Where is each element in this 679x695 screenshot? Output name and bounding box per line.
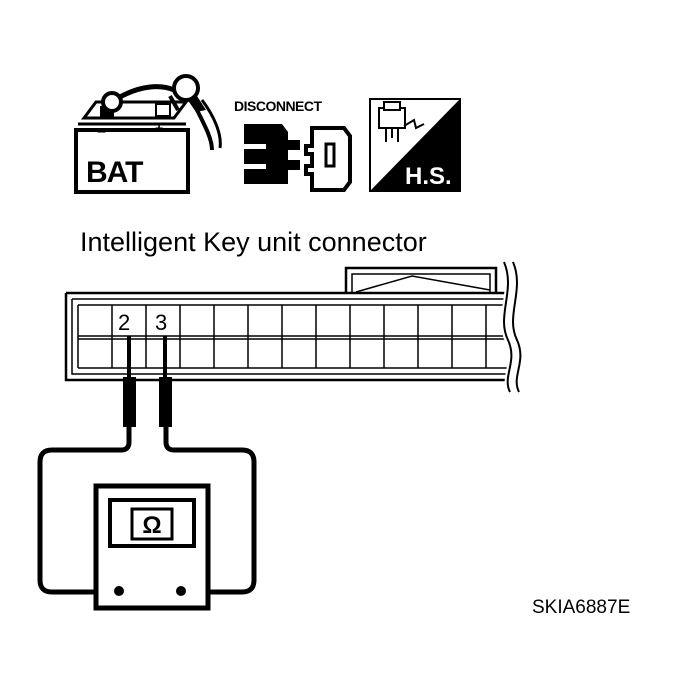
battery-icon: − + BAT bbox=[74, 74, 222, 194]
meter-jack-left bbox=[114, 586, 124, 596]
disconnect-connector-icon: DISCONNECT bbox=[234, 98, 352, 192]
harness-side-label: H.S. bbox=[405, 163, 452, 190]
pin-label-3: 3 bbox=[155, 310, 167, 335]
meter-probes bbox=[123, 336, 172, 427]
figure-code: SKIA6887E bbox=[532, 597, 630, 618]
ohm-symbol: Ω bbox=[142, 512, 161, 539]
connector-title: Intelligent Key unit connector bbox=[80, 227, 427, 257]
pin-label-2: 2 bbox=[118, 310, 130, 335]
battery-minus-sign: − bbox=[97, 124, 106, 141]
battery-plus-sign: + bbox=[155, 120, 163, 136]
meter-leads bbox=[37, 424, 257, 595]
ohmmeter-icon: Ω bbox=[93, 483, 211, 611]
disconnect-label: DISCONNECT bbox=[234, 98, 323, 114]
connector-cavity-grid bbox=[77, 304, 513, 369]
meter-jack-right bbox=[176, 586, 186, 596]
harness-side-icon: H.S. bbox=[369, 98, 461, 192]
battery-label: BAT bbox=[86, 156, 143, 189]
connector-body bbox=[64, 259, 523, 396]
